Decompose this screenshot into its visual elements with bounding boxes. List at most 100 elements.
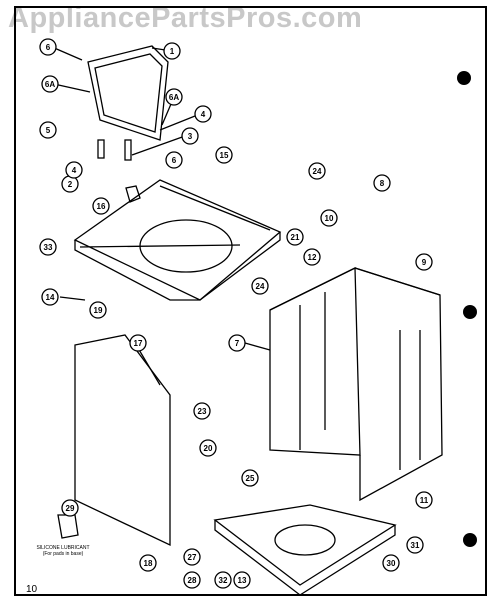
- top-cover: [73, 179, 282, 301]
- binder-hole: [463, 533, 477, 547]
- callout-bubble: [41, 75, 59, 93]
- leader-line: [79, 244, 241, 248]
- callout-bubble: [165, 88, 183, 106]
- callout-bubble: [251, 277, 269, 295]
- callout-bubble: [39, 38, 57, 56]
- callout-bubble: [193, 402, 211, 420]
- base-center-hub: [274, 524, 336, 556]
- callout-label: 9: [422, 258, 427, 267]
- callout-label: 6: [46, 43, 51, 52]
- cabinet-rear: [354, 267, 443, 502]
- callout-bubble: [89, 301, 107, 319]
- callout-label: 27: [188, 553, 197, 562]
- callout-bubble: [199, 439, 217, 457]
- callout-bubble: [382, 554, 400, 572]
- callout-label: 7: [235, 339, 240, 348]
- callout-bubble: [163, 42, 181, 60]
- callout-bubble: [92, 197, 110, 215]
- callout-label: 4: [72, 166, 77, 175]
- callout-label: 6A: [45, 80, 55, 89]
- leader-line: [53, 83, 91, 93]
- callout-label: 17: [134, 339, 143, 348]
- lubricant-note: SILICONE LUBRICANT (For pads in base): [34, 545, 92, 557]
- callout-label: 23: [198, 407, 207, 416]
- base-skirt: [214, 520, 396, 596]
- callout-label: 11: [420, 496, 429, 505]
- leader-line: [51, 46, 83, 61]
- callout-label: 24: [256, 282, 265, 291]
- page-number: 10: [26, 584, 38, 595]
- page-frame: [14, 6, 487, 596]
- callout-bubble: [228, 334, 246, 352]
- hinge: [97, 139, 105, 159]
- callout-label: 4: [201, 110, 206, 119]
- callout-bubble: [308, 162, 326, 180]
- callout-bubble: [41, 288, 59, 306]
- callout-bubble: [373, 174, 391, 192]
- callout-label: 2: [68, 180, 73, 189]
- callout-bubble: [39, 121, 57, 139]
- callout-bubble: [214, 571, 232, 589]
- leader-line: [131, 135, 186, 156]
- callout-label: 5: [46, 126, 51, 135]
- callout-label: 28: [188, 576, 197, 585]
- leader-line: [159, 113, 201, 131]
- top-cover-rear-rail: [159, 185, 271, 231]
- callout-bubble: [183, 548, 201, 566]
- lubricant-note-subtitle: (For pads in base): [42, 551, 84, 557]
- callout-label: 16: [97, 202, 106, 211]
- binder-hole: [457, 71, 471, 85]
- callout-bubble: [181, 127, 199, 145]
- callout-bubble: [406, 536, 424, 554]
- cabinet-top-edge: [269, 267, 441, 311]
- callout-bubble: [215, 146, 233, 164]
- callout-bubble: [233, 571, 251, 589]
- callout-bubble: [194, 105, 212, 123]
- callout-label: 25: [246, 474, 255, 483]
- callout-label: 31: [411, 541, 420, 550]
- callout-bubble: [286, 228, 304, 246]
- callout-label: 13: [238, 576, 247, 585]
- callout-label: 21: [291, 233, 300, 242]
- callout-bubble: [320, 209, 338, 227]
- callout-label: 29: [66, 504, 75, 513]
- callout-bubble: [165, 151, 183, 169]
- callout-bubble: [415, 253, 433, 271]
- callout-label: 8: [380, 179, 385, 188]
- callout-bubble: [303, 248, 321, 266]
- callout-bubble: [415, 491, 433, 509]
- callout-label: 18: [144, 559, 153, 568]
- callout-label: 20: [204, 444, 213, 453]
- callout-bubble: [39, 238, 57, 256]
- callout-bubble: [65, 161, 83, 179]
- callout-label: 10: [325, 214, 334, 223]
- callout-label: 24: [313, 167, 322, 176]
- callout-bubble: [183, 571, 201, 589]
- leader-line: [244, 342, 271, 351]
- cabinet-side: [269, 266, 361, 456]
- lid-inner: [94, 53, 163, 133]
- callout-label: 14: [46, 293, 55, 302]
- top-cover-skirt: [74, 232, 281, 301]
- callout-bubble: [241, 469, 259, 487]
- callout-label: 6: [172, 156, 177, 165]
- callout-label: 30: [387, 559, 396, 568]
- callout-label: 32: [219, 576, 228, 585]
- callout-bubble: [139, 554, 157, 572]
- lid: [87, 45, 169, 141]
- lubricant-note-title: SILICONE LUBRICANT: [36, 545, 90, 551]
- callout-label: 19: [94, 306, 103, 315]
- silicone-lubricant-tube: [57, 514, 79, 539]
- callout-bubble: [129, 334, 147, 352]
- callout-bubble: [61, 499, 79, 517]
- callout-label: 15: [220, 151, 229, 160]
- callout-label: 1: [170, 47, 175, 56]
- front-panel: [74, 334, 171, 547]
- callout-label: 12: [308, 253, 317, 262]
- hinge: [124, 139, 132, 161]
- lid-switch: [125, 185, 141, 203]
- callout-label: 33: [44, 243, 53, 252]
- leader-line: [59, 296, 86, 301]
- callout-label: 6A: [169, 93, 179, 102]
